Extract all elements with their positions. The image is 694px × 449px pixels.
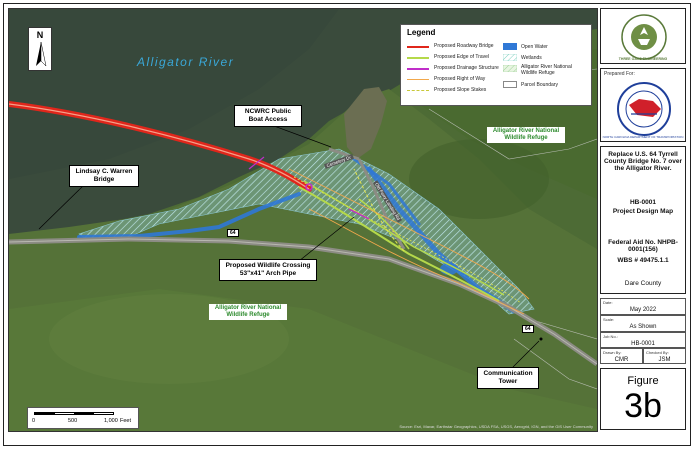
legend-label-parcel: Parcel Boundary [521, 82, 558, 88]
map-attribution: Source: Esri, Maxar, Earthstar Geographi… [399, 424, 593, 429]
figure-panel: Figure 3b [600, 368, 686, 430]
refuge-label-south: Alligator River National Wildlife Refuge [209, 304, 287, 320]
callout-tower: Communication Tower [477, 367, 539, 389]
legend-swatch-bridge [407, 46, 429, 48]
map-panel[interactable]: Alligator River N NCWRC Public Boat Acce… [8, 8, 598, 432]
scale-tick-500: 500 [68, 418, 78, 424]
scale-unit: Feet [120, 418, 132, 424]
legend-swatch-row [407, 79, 429, 80]
firm-logo-panel: THREE OAKS ENGINEERING [600, 8, 686, 64]
legend-label-wetlands: Wetlands [521, 55, 542, 61]
refuge-label-east: Alligator River National Wildlife Refuge [487, 127, 565, 143]
checked-by-cell: Checked By: JSM [643, 348, 686, 364]
project-id: HB-0001 [629, 199, 656, 206]
legend-swatch-water [503, 43, 517, 50]
legend-label-row: Proposed Right of Way [434, 76, 486, 82]
legend-swatch-edge [407, 57, 429, 59]
legend-label-water: Open Water [521, 44, 548, 50]
scale-value: As Shown [629, 324, 657, 330]
firm-logo [621, 14, 667, 60]
route-shield-east: 64 [522, 325, 534, 333]
ncdot-seal-icon [617, 82, 671, 136]
prepared-for-label: Prepared For: [604, 71, 635, 77]
map-title: Project Design Map [612, 208, 674, 215]
legend-title: Legend [407, 28, 436, 37]
drawn-by-value: CMR [614, 357, 629, 363]
drawn-by-cell: Drawn By: CMR [600, 348, 643, 364]
scale-tick-0: 0 [32, 418, 36, 424]
job-value: HB-0001 [631, 341, 655, 347]
scale-bar: 0 500 1,000 Feet [27, 407, 139, 429]
job-cell: Job No.: HB-0001 [600, 332, 686, 348]
callout-bridge: Lindsay C. Warren Bridge [69, 165, 139, 187]
aerial-imagery [9, 9, 597, 431]
legend-swatch-wetlands [503, 54, 517, 61]
wbs-number: WBS # 49475.1.1 [617, 257, 669, 264]
scale-bar-graphic [34, 412, 114, 415]
legend-swatch-parcel [503, 81, 517, 88]
scale-cell: Scale: As Shown [600, 315, 686, 332]
figure-number: 3b [624, 387, 662, 425]
sheet-frame [3, 3, 691, 446]
firm-logo-text: THREE OAKS ENGINEERING [618, 57, 668, 61]
river-label: Alligator River [137, 55, 235, 69]
north-arrow: N [28, 27, 52, 71]
legend-label-bridge: Proposed Roadway Bridge [434, 43, 494, 49]
federal-aid: Federal Aid No. NHPB-0001(156) [608, 239, 678, 253]
legend-label-refuge: Alligator River National Wildlife Refuge [521, 64, 572, 76]
map-legend: Legend Proposed Roadway Bridge Proposed … [400, 24, 592, 106]
scale-tick-1000: 1,000 [104, 418, 118, 424]
client-panel: Prepared For: NORTH CAROLINA DEPARTMENT … [600, 68, 686, 142]
north-label: N [36, 30, 44, 40]
figure-label: Figure [627, 375, 659, 387]
north-arrow-icon [36, 41, 47, 67]
route-shield-west: 64 [227, 229, 239, 237]
legend-label-edge: Proposed Edge of Travel [434, 54, 490, 60]
checked-by-value: JSM [658, 357, 671, 363]
legend-label-slope: Proposed Slope Stakes [434, 87, 487, 93]
callout-boat-access: NCWRC Public Boat Access [234, 105, 302, 127]
county: Dare County [624, 280, 662, 287]
legend-swatch-slope [407, 90, 429, 91]
client-logo-text: NORTH CAROLINA DEPARTMENT OF TRANSPORTAT… [602, 135, 684, 139]
project-info-panel: Replace U.S. 64 Tyrrell County Bridge No… [600, 146, 686, 294]
legend-swatch-refuge [503, 65, 517, 72]
project-title: Replace U.S. 64 Tyrrell County Bridge No… [603, 151, 682, 172]
legend-label-drainage: Proposed Drainage Structure [434, 65, 499, 71]
legend-swatch-drainage [407, 68, 429, 70]
callout-crossing: Proposed Wildlife Crossing 53"x41" Arch … [219, 259, 317, 281]
date-cell: Date: May 2022 [600, 298, 686, 315]
date-value: May 2022 [629, 307, 657, 313]
